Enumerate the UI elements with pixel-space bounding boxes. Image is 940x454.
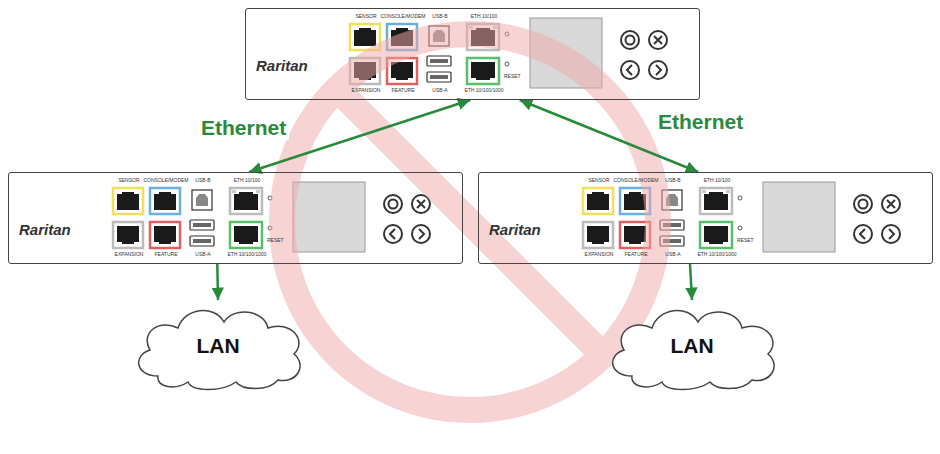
button-label: RESET: [267, 237, 284, 243]
port-label: USB-A: [665, 251, 680, 257]
prohibition-sign: [282, 34, 658, 410]
port-label: SENSOR: [355, 13, 376, 19]
button-label: RESET: [504, 73, 521, 79]
port-label: ETH 10/100: [471, 13, 498, 19]
port-label: CONSOLE/MODEM: [143, 177, 188, 183]
port-label: USB-B: [665, 177, 680, 183]
port-label: EXPANSION: [585, 251, 614, 257]
ethernet-connector: [216, 264, 219, 300]
ethernet-connector: [690, 264, 692, 300]
brand-logo: Raritan: [489, 221, 541, 238]
network-cloud: LAN: [128, 300, 308, 392]
port-label: ETH 10/100/1000: [227, 251, 266, 257]
port-label: USB-B: [432, 13, 447, 19]
port-label: ETH 10/100: [704, 177, 731, 183]
port-label: SENSOR: [118, 177, 139, 183]
port-label: CONSOLE/MODEM: [613, 177, 658, 183]
port-label: FEATURE: [392, 87, 415, 93]
cloud-label: LAN: [196, 334, 239, 358]
port-label: USB-A: [432, 87, 447, 93]
port-label: USB-A: [195, 251, 210, 257]
port-label: ETH 10/100/1000: [697, 251, 736, 257]
network-cloud: LAN: [602, 300, 782, 392]
connector-label: Ethernet: [655, 110, 746, 134]
port-label: ETH 10/100: [234, 177, 261, 183]
connector-label: Ethernet: [198, 116, 289, 140]
port-label: CONSOLE/MODEM: [380, 13, 425, 19]
controller-panel: [583, 182, 900, 252]
cloud-shape: [139, 311, 300, 390]
port-label: EXPANSION: [115, 251, 144, 257]
controller-device: Raritan SENSOR CONSOLE/MODEM USB-B ETH 10/10…: [245, 8, 700, 100]
cloud-shape: [613, 311, 774, 390]
port-label: USB-B: [195, 177, 210, 183]
port-label: EXPANSION: [352, 87, 381, 93]
brand-logo: Raritan: [19, 221, 71, 238]
cloud-label: LAN: [670, 334, 713, 358]
port-label: ETH 10/100/1000: [464, 87, 503, 93]
controller-device: Raritan SENSOR CONSOLE/MODEM USB-B ETH 10/10…: [478, 172, 933, 264]
port-label: FEATURE: [625, 251, 648, 257]
brand-logo: Raritan: [256, 57, 308, 74]
controller-device: Raritan SENSOR CONSOLE/MODEM USB-B ETH 10/10…: [8, 172, 463, 264]
port-label: SENSOR: [588, 177, 609, 183]
button-label: RESET: [737, 237, 754, 243]
port-label: FEATURE: [155, 251, 178, 257]
